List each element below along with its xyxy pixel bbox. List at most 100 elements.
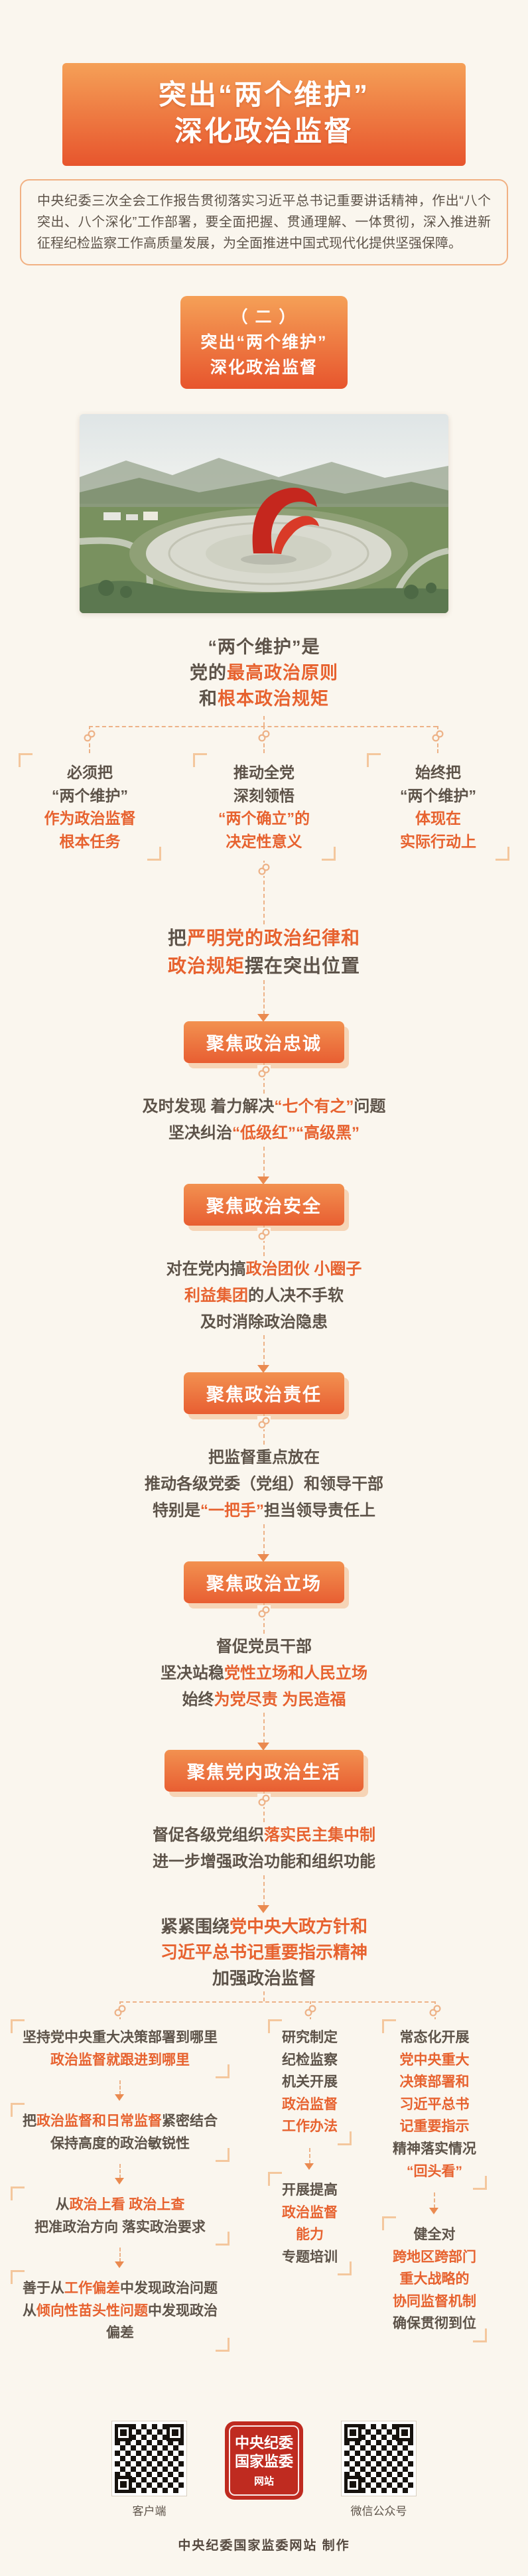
- chain-link-icon: [113, 2004, 127, 2018]
- chain-link-icon: [304, 2004, 317, 2018]
- dashed-arrow-connector: [257, 1146, 271, 1184]
- focus-text-loyalty: 及时发现 着力解决“七个有之”问题坚决纠治“低级红”“高级黑”: [142, 1098, 386, 1143]
- focus-text-stance: 督促党员干部坚决站稳党性立场和人民立场始终为党尽责 为民造福: [161, 1637, 367, 1709]
- dashed-line: [263, 1713, 265, 1744]
- dashed-connector: [257, 1792, 271, 1823]
- chain-link-icon: [429, 2004, 442, 2018]
- arrow-down-icon: [257, 1365, 269, 1374]
- footer-links: 客户端 中央纪委 国家监委 网站 微信公众号: [112, 2421, 416, 2518]
- arrow-down-icon: [257, 1014, 269, 1023]
- page-title: 突出“两个维护” 深化政治监督: [62, 63, 466, 166]
- branch-row: 必须把“两个维护”作为政治监督根本任务 推动全党深刻领悟“两个确立”的决定性意义…: [19, 753, 509, 861]
- arrow-down-icon: [304, 2163, 314, 2171]
- dashed-line: [263, 980, 265, 1015]
- dashed-line: [263, 1792, 265, 1823]
- dashed-line: [263, 1146, 265, 1177]
- tree-box-right-2: 健全对跨地区跨部门重大战略的协同监督机制确保贯彻到位: [382, 2216, 487, 2343]
- chain-link-icon: [257, 1794, 271, 1808]
- chain-link-icon: [257, 1605, 271, 1618]
- footer-credit: 中央纪委国家监委网站 制作: [178, 2539, 350, 2553]
- title-line-2: 深化政治监督: [174, 115, 354, 147]
- chain-link-icon: [257, 1416, 271, 1430]
- wechat-qr-block: 微信公众号: [342, 2421, 416, 2518]
- tag-number: （ 二 ）: [231, 307, 297, 326]
- dashed-connector: [257, 1225, 271, 1256]
- dashed-arrow-connector: [257, 1335, 271, 1374]
- dashed-connector: [257, 1603, 271, 1634]
- branch-box-2: 推动全党深刻领悟“两个确立”的决定性意义: [192, 753, 336, 861]
- tree-box-middle-1: 研究制定纪检监察机关开展政治监督工作办法: [268, 2019, 352, 2146]
- dashed-line: [263, 1335, 265, 1366]
- dashed-arrow-connector: [113, 2248, 127, 2269]
- chain-link-icon: [431, 729, 444, 743]
- arrow-down-icon: [257, 1176, 269, 1184]
- emphasis-statement: 把严明党的政治纪律和政治规矩摆在突出位置: [167, 928, 361, 977]
- supervision-tree: 坚持党中央重大决策部署到哪里政治监督就跟进到哪里 把政治监督和日常监督紧密结合保…: [5, 1991, 523, 2367]
- section-tag: （ 二 ） 突出“两个维护” 深化政治监督: [180, 295, 348, 389]
- arrow-down-icon: [257, 1743, 269, 1751]
- lead-statement: “两个维护”是党的最高政治原则和根本政治规矩: [190, 636, 338, 709]
- dashed-arrow-connector: [113, 2080, 127, 2102]
- wechat-qr-label: 微信公众号: [350, 2505, 407, 2518]
- dashed-connector: [257, 861, 271, 925]
- intro-paragraph: 中央纪委三次全会工作报告贯彻落实习近平总书记重要讲话精神，作出“八个突出、八个深…: [20, 179, 508, 265]
- chain-link-icon: [83, 729, 96, 743]
- dashed-connector: [257, 1063, 271, 1094]
- chain-link-icon: [257, 1065, 271, 1079]
- dashed-arrow-connector: [113, 2164, 127, 2185]
- qr-finder-icon: [166, 2424, 184, 2441]
- aerial-photo-graphic: [80, 413, 448, 613]
- dashed-line: [263, 1875, 265, 1906]
- qr-finder-icon: [344, 2424, 362, 2441]
- tag-line-1: 突出“两个维护”: [200, 332, 328, 352]
- branch-connectors: [19, 716, 509, 754]
- dashed-line: [119, 2001, 435, 2003]
- qr-finder-icon: [344, 2476, 362, 2493]
- chain-link-icon: [257, 1227, 271, 1241]
- arrow-down-icon: [115, 2094, 124, 2102]
- dashed-line: [263, 861, 265, 925]
- arrow-down-icon: [115, 2261, 124, 2269]
- tree-box-left-2: 把政治监督和日常监督紧密结合保持高度的政治敏锐性: [11, 2103, 230, 2163]
- dashed-arrow-connector: [257, 1875, 271, 1914]
- app-qr-code: [112, 2421, 186, 2496]
- dashed-connector: [257, 1414, 271, 1445]
- tree-header: 紧紧围绕党中央大政方针和习近平总书记重要指示精神加强政治监督: [160, 1916, 368, 1989]
- tag-line-2: 深化政治监督: [210, 358, 318, 377]
- dashed-line: [263, 716, 265, 727]
- focus-text-security: 对在党内搞政治团伙 小圈子利益集团的人决不手软及时消除政治隐患: [166, 1259, 362, 1331]
- arrow-down-icon: [429, 2208, 438, 2215]
- qr-finder-icon: [115, 2424, 132, 2441]
- ccdi-logo: 中央纪委 国家监委 网站: [225, 2421, 303, 2500]
- tree-box-left-3: 从政治上看 政治上查把准政治方向 落实政治要求: [11, 2186, 230, 2246]
- dashed-arrow-connector: [257, 1524, 271, 1562]
- wechat-qr-code: [342, 2421, 416, 2496]
- title-line-1: 突出“两个维护”: [158, 79, 369, 110]
- chain-link-icon: [257, 729, 271, 743]
- chain-link-icon: [257, 863, 271, 877]
- dashed-line: [263, 1225, 265, 1256]
- dashed-arrow-connector: [302, 2148, 317, 2171]
- focus-label-stance: 聚焦政治立场: [184, 1561, 344, 1603]
- tree-box-left-4: 善于从工作偏差中发现政治问题从倾向性苗头性问题中发现政治偏差: [11, 2270, 230, 2352]
- qr-finder-icon: [396, 2424, 413, 2441]
- dashed-arrow-connector: [257, 1713, 271, 1751]
- focus-text-political-life: 督促各级党组织落实民主集中制进一步增强政治功能和组织功能: [153, 1826, 375, 1871]
- dashed-line: [263, 1063, 265, 1094]
- arrow-down-icon: [257, 1553, 269, 1562]
- focus-text-responsibility: 把监督重点放在推动各级党委（党组）和领导干部特别是“一把手”担当领导责任上: [145, 1449, 383, 1520]
- arrow-down-icon: [115, 2178, 124, 2185]
- dashed-line: [89, 726, 437, 728]
- dashed-line: [263, 1524, 265, 1555]
- focus-label-political-life: 聚焦党内政治生活: [165, 1750, 363, 1792]
- focus-label-responsibility: 聚焦政治责任: [184, 1372, 344, 1415]
- aerial-photo: [80, 413, 448, 613]
- arrow-down-icon: [257, 1905, 269, 1914]
- app-qr-block: 客户端: [112, 2421, 186, 2518]
- dashed-arrow-connector: [257, 980, 271, 1023]
- branch-box-3: 始终把“两个维护”体现在实际行动上: [367, 753, 509, 861]
- focus-label-security: 聚焦政治安全: [184, 1183, 344, 1226]
- tree-box-right-1: 常态化开展党中央重大决策部署和习近平总书记重要指示精神落实情况“回头看”: [382, 2019, 487, 2190]
- tree-box-middle-2: 开展提高政治监督能力专题培训: [268, 2172, 352, 2276]
